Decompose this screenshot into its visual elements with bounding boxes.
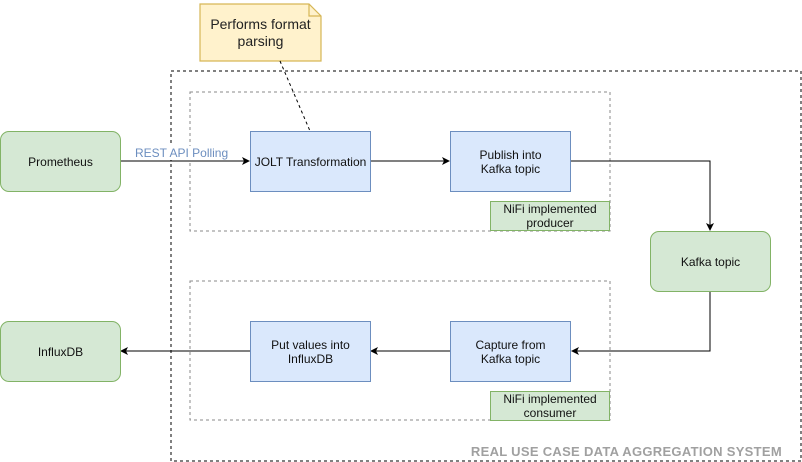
- consumer-tag: NiFi implemented consumer: [490, 391, 610, 421]
- rest-api-polling-label: REST API Polling: [134, 146, 230, 160]
- kafka-topic-node[interactable]: Kafka topic: [650, 231, 771, 292]
- prometheus-node[interactable]: Prometheus: [0, 131, 121, 192]
- note-connector: [279, 60, 311, 132]
- system-label: REAL USE CASE DATA AGGREGATION SYSTEM: [470, 444, 782, 459]
- jolt-transformation-node[interactable]: JOLT Transformation: [250, 131, 371, 192]
- influxdb-node[interactable]: InfluxDB: [0, 321, 121, 382]
- edge-publish-kafka: [570, 160, 714, 231]
- note-text: Performs format parsing: [210, 16, 311, 49]
- put-values-node[interactable]: Put values into InfluxDB: [250, 321, 371, 382]
- publish-kafka-node[interactable]: Publish into Kafka topic: [450, 131, 571, 192]
- system-container: [170, 70, 802, 462]
- note-fold: [308, 4, 321, 17]
- producer-group: [189, 91, 611, 232]
- capture-kafka-node[interactable]: Capture from Kafka topic: [450, 321, 571, 382]
- consumer-group: [189, 280, 611, 421]
- note-shape: [199, 3, 322, 62]
- producer-tag: NiFi implemented producer: [490, 201, 610, 231]
- edge-kafka-capture: [571, 291, 711, 355]
